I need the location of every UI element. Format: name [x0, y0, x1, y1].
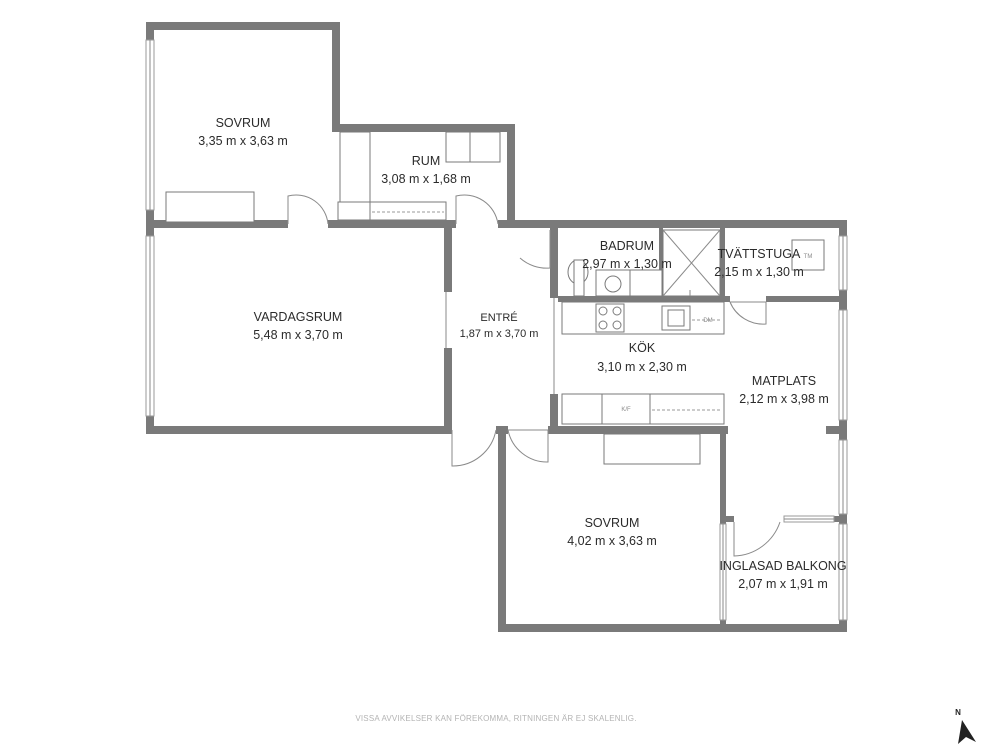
room-dims-matplats: 2,12 m x 3,98 m [739, 392, 829, 406]
doors [287, 194, 781, 557]
fixtures: TM DM K/F [165, 131, 825, 465]
room-name-sovrum-1: SOVRUM [216, 116, 271, 130]
room-name-matplats: MATPLATS [752, 374, 816, 388]
room-dims-sovrum-2: 4,02 m x 3,63 m [567, 534, 657, 548]
north-arrow-icon [958, 720, 976, 744]
room-dims-badrum: 2,97 m x 1,30 m [582, 257, 672, 271]
room-dims-vardagsrum: 5,48 m x 3,70 m [253, 328, 343, 342]
room-name-entre: ENTRÉ [480, 311, 517, 324]
tm-label: TM [804, 254, 813, 260]
room-dims-kok: 3,10 m x 2,30 m [597, 360, 687, 374]
room-name-tvattstuga: TVÄTTSTUGA [718, 247, 801, 261]
room-dims-tvattstuga: 2,15 m x 1,30 m [714, 265, 804, 279]
room-name-balkong: INGLASAD BALKONG [719, 559, 846, 573]
room-dims-sovrum-1: 3,35 m x 3,63 m [198, 134, 288, 148]
room-name-badrum: BADRUM [600, 239, 654, 253]
room-dims-balkong: 2,07 m x 1,91 m [738, 577, 828, 591]
compass: N [955, 708, 976, 744]
room-labels: SOVRUM 3,35 m x 3,63 m RUM 3,08 m x 1,68… [198, 116, 846, 591]
compass-label: N [955, 708, 961, 717]
windows [145, 39, 848, 621]
dm-label: DM [703, 318, 712, 324]
room-name-sovrum-2: SOVRUM [585, 516, 640, 530]
room-dims-rum: 3,08 m x 1,68 m [381, 172, 471, 186]
room-dims-entre: 1,87 m x 3,70 m [460, 328, 539, 340]
walls [146, 22, 847, 632]
disclaimer-text: VISSA AVVIKELSER KAN FÖREKOMMA, RITNINGE… [355, 714, 636, 723]
room-name-kok: KÖK [629, 341, 656, 355]
room-name-vardagsrum: VARDAGSRUM [254, 310, 343, 324]
kf-label: K/F [621, 407, 631, 413]
room-name-rum: RUM [412, 154, 440, 168]
